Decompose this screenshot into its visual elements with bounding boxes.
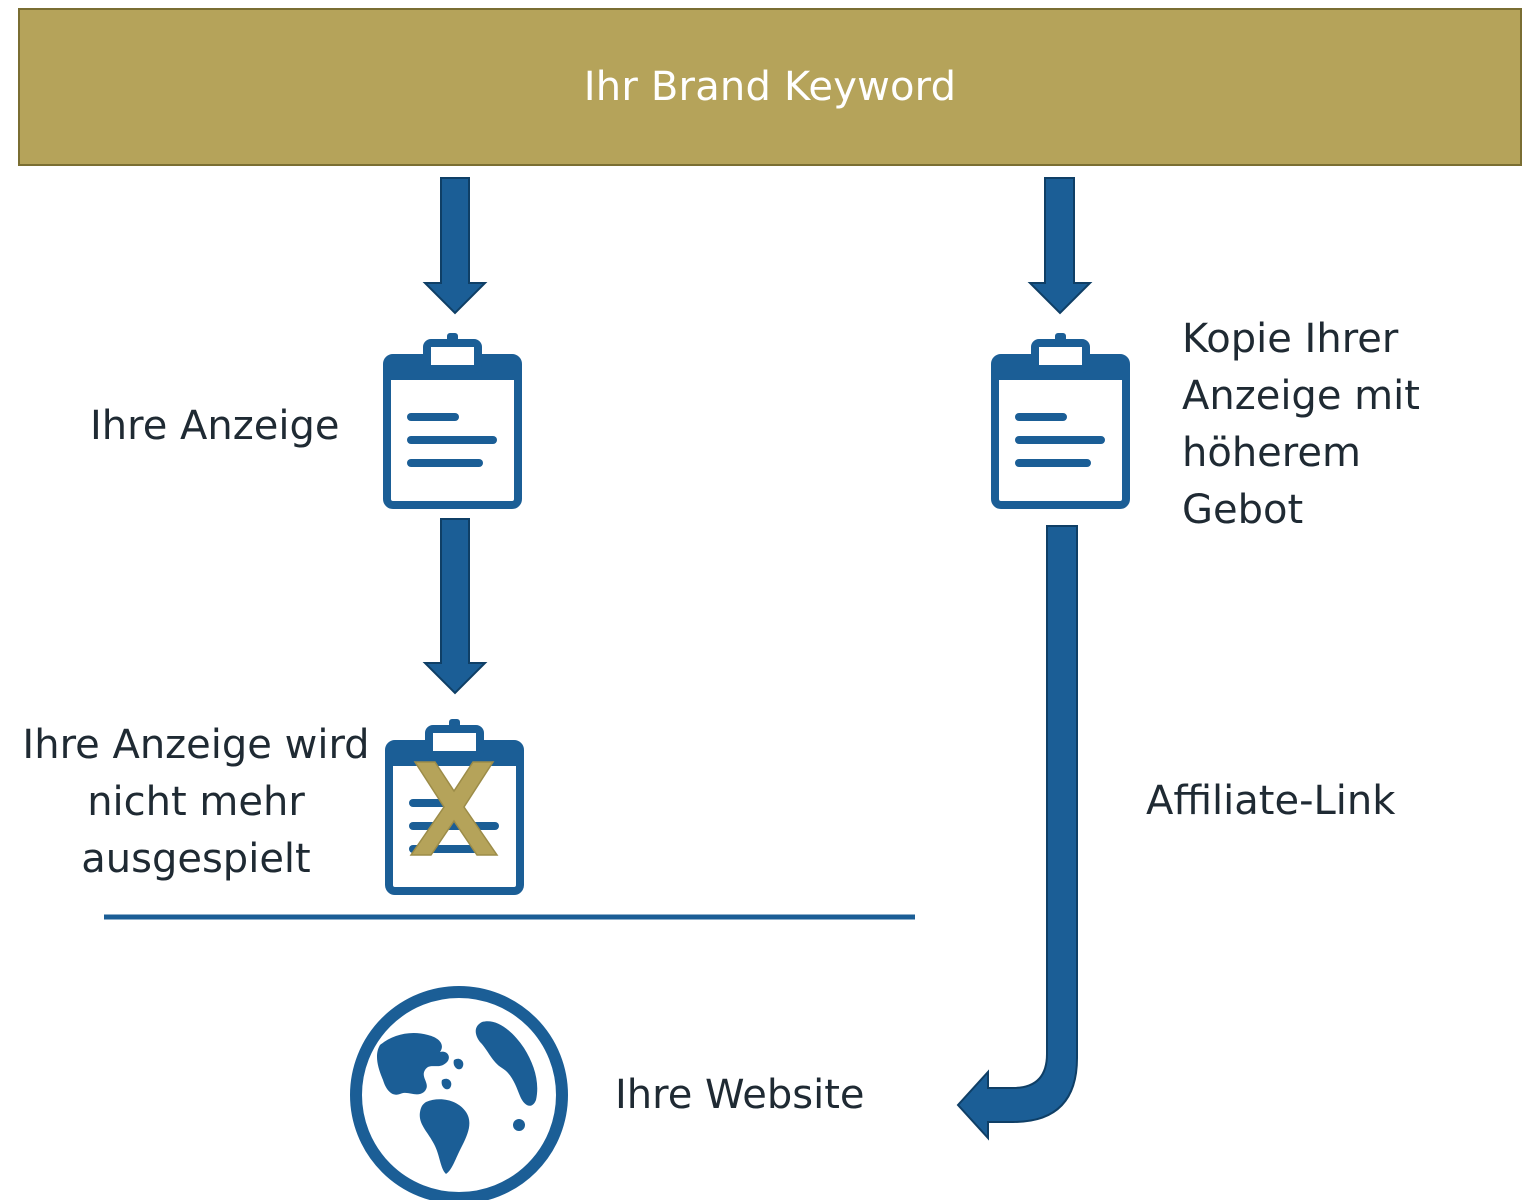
clipboard-icon: [383, 333, 522, 509]
cross-mark-icon: [409, 761, 499, 856]
ad-stopped-line-2: nicht mehr: [87, 779, 305, 825]
copy-ad-line-4: Gebot: [1182, 487, 1304, 533]
down-arrow-icon: [422, 177, 488, 315]
website-label: Ihre Website: [615, 1072, 865, 1118]
down-arrow-icon: [422, 518, 488, 695]
ad-stopped-line-3: ausgespielt: [81, 836, 311, 882]
copy-ad-line-1: Kopie Ihrer: [1182, 316, 1399, 362]
brand-keyword-label: Ihr Brand Keyword: [583, 64, 957, 110]
left-arrow-icon: [956, 525, 1078, 1141]
clipboard-icon: [991, 333, 1130, 509]
copy-ad-line-2: Anzeige mit: [1182, 373, 1420, 419]
ad-stopped-label: Ihre Anzeige wird nicht mehr ausgespielt: [0, 717, 392, 888]
affiliate-link-label: Affiliate-Link: [1146, 778, 1396, 824]
clipboard-crossed-icon: [385, 719, 524, 895]
globe-icon: [350, 986, 568, 1200]
brand-keyword-banner: Ihr Brand Keyword: [18, 8, 1522, 166]
copy-ad-label: Kopie Ihrer Anzeige mit höherem Gebot: [1182, 311, 1420, 539]
your-ad-label: Ihre Anzeige: [90, 403, 340, 449]
copy-ad-line-3: höherem: [1182, 430, 1361, 476]
ad-stopped-line-1: Ihre Anzeige wird: [22, 722, 370, 768]
down-arrow-icon: [1027, 177, 1093, 315]
